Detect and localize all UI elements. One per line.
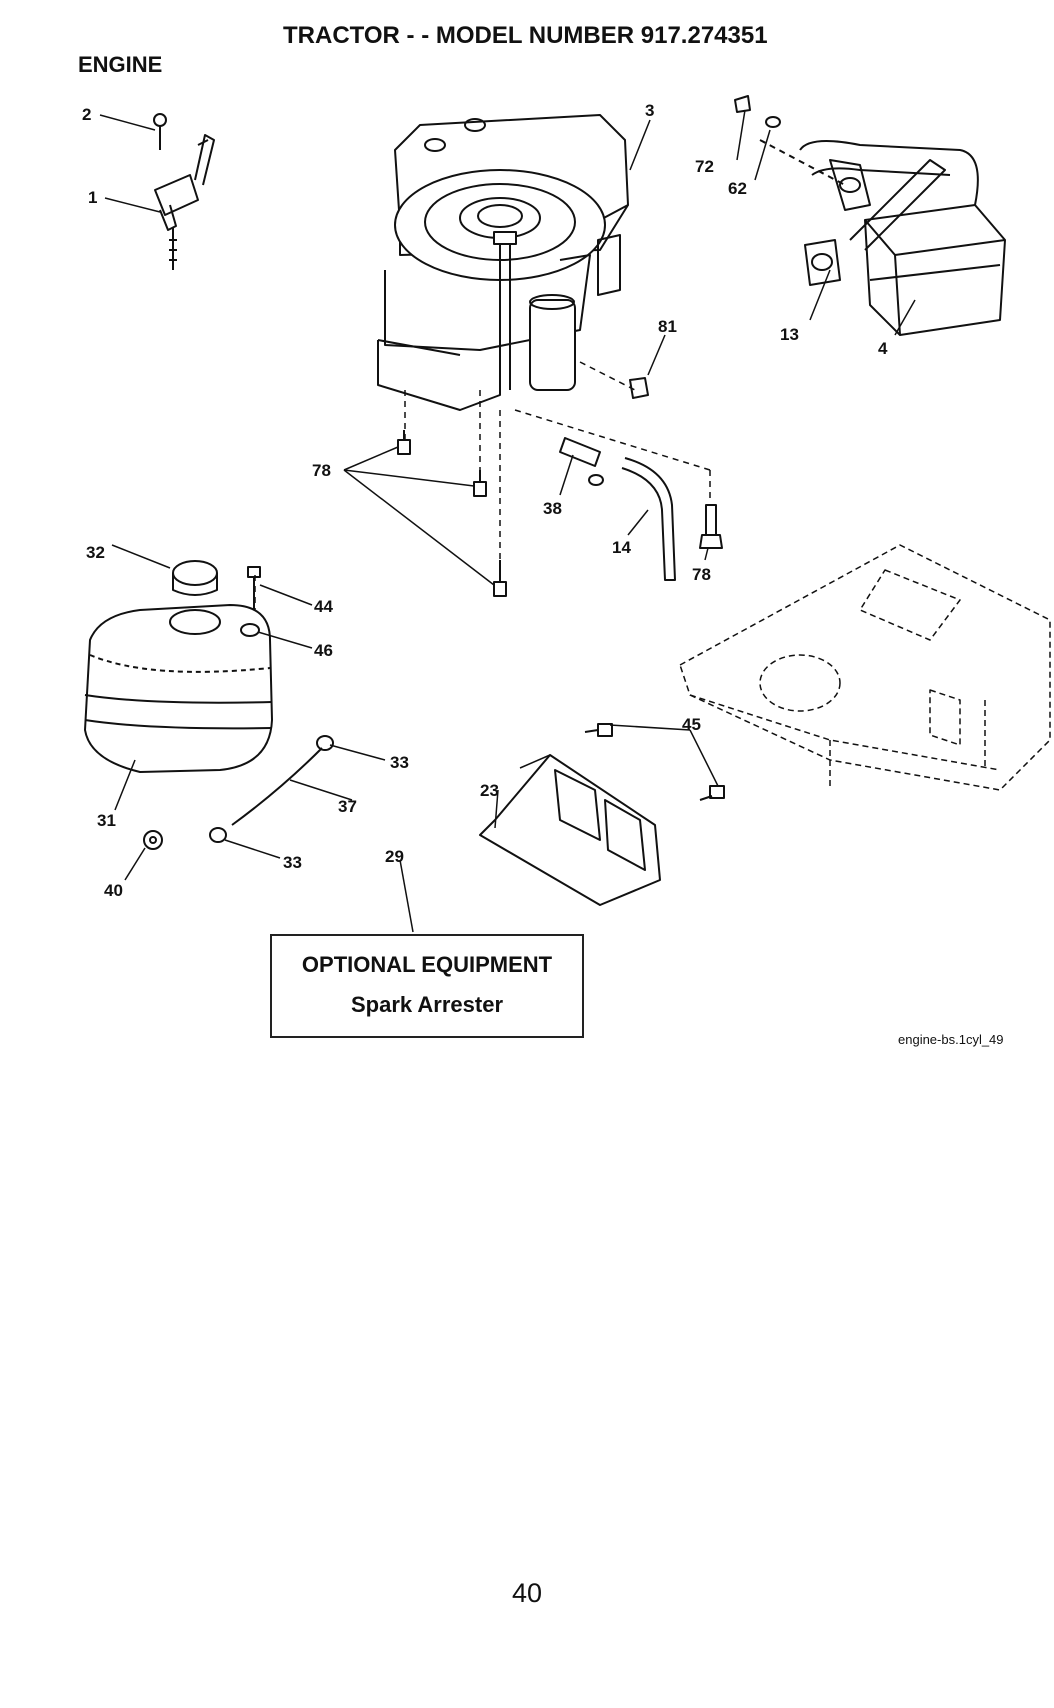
callout-40: 40 (104, 881, 123, 900)
callout-33-lower: 33 (283, 853, 302, 872)
callout-14: 14 (612, 538, 631, 557)
callout-29: 29 (385, 847, 404, 866)
callout-32: 32 (86, 543, 105, 562)
alignment-lines (255, 362, 710, 760)
callout-78-left: 78 (312, 461, 331, 480)
fuel-filter-and-line (560, 438, 675, 580)
callout-13: 13 (780, 325, 799, 344)
callout-2: 2 (82, 105, 91, 124)
engine-assembly (378, 115, 628, 410)
callout-33-upper: 33 (390, 753, 409, 772)
callout-81: 81 (658, 317, 677, 336)
tractor-chassis-frame (680, 545, 1050, 790)
callout-44: 44 (314, 597, 333, 616)
callout-38: 38 (543, 499, 562, 518)
callout-45: 45 (682, 715, 701, 734)
callout-46: 46 (314, 641, 333, 660)
callout-78-right: 78 (692, 565, 711, 584)
callout-31: 31 (97, 811, 116, 830)
callout-3: 3 (645, 101, 654, 120)
muffler-assembly (735, 96, 1005, 335)
heat-shield (480, 724, 724, 905)
fuel-tank (85, 561, 272, 849)
callout-37: 37 (338, 797, 357, 816)
page-number: 40 (0, 1578, 1054, 1609)
callout-23: 23 (480, 781, 499, 800)
throttle-control-bracket (154, 114, 214, 270)
optional-equipment-subtitle: Spark Arrester (272, 992, 582, 1018)
callout-1: 1 (88, 188, 97, 207)
callout-62: 62 (728, 179, 747, 198)
diagram-reference-code: engine-bs.1cyl_49 (898, 1032, 1004, 1047)
callout-72: 72 (695, 157, 714, 176)
optional-equipment-box: OPTIONAL EQUIPMENT Spark Arrester (270, 934, 584, 1038)
callout-4: 4 (878, 339, 888, 358)
optional-equipment-heading: OPTIONAL EQUIPMENT (272, 952, 582, 978)
